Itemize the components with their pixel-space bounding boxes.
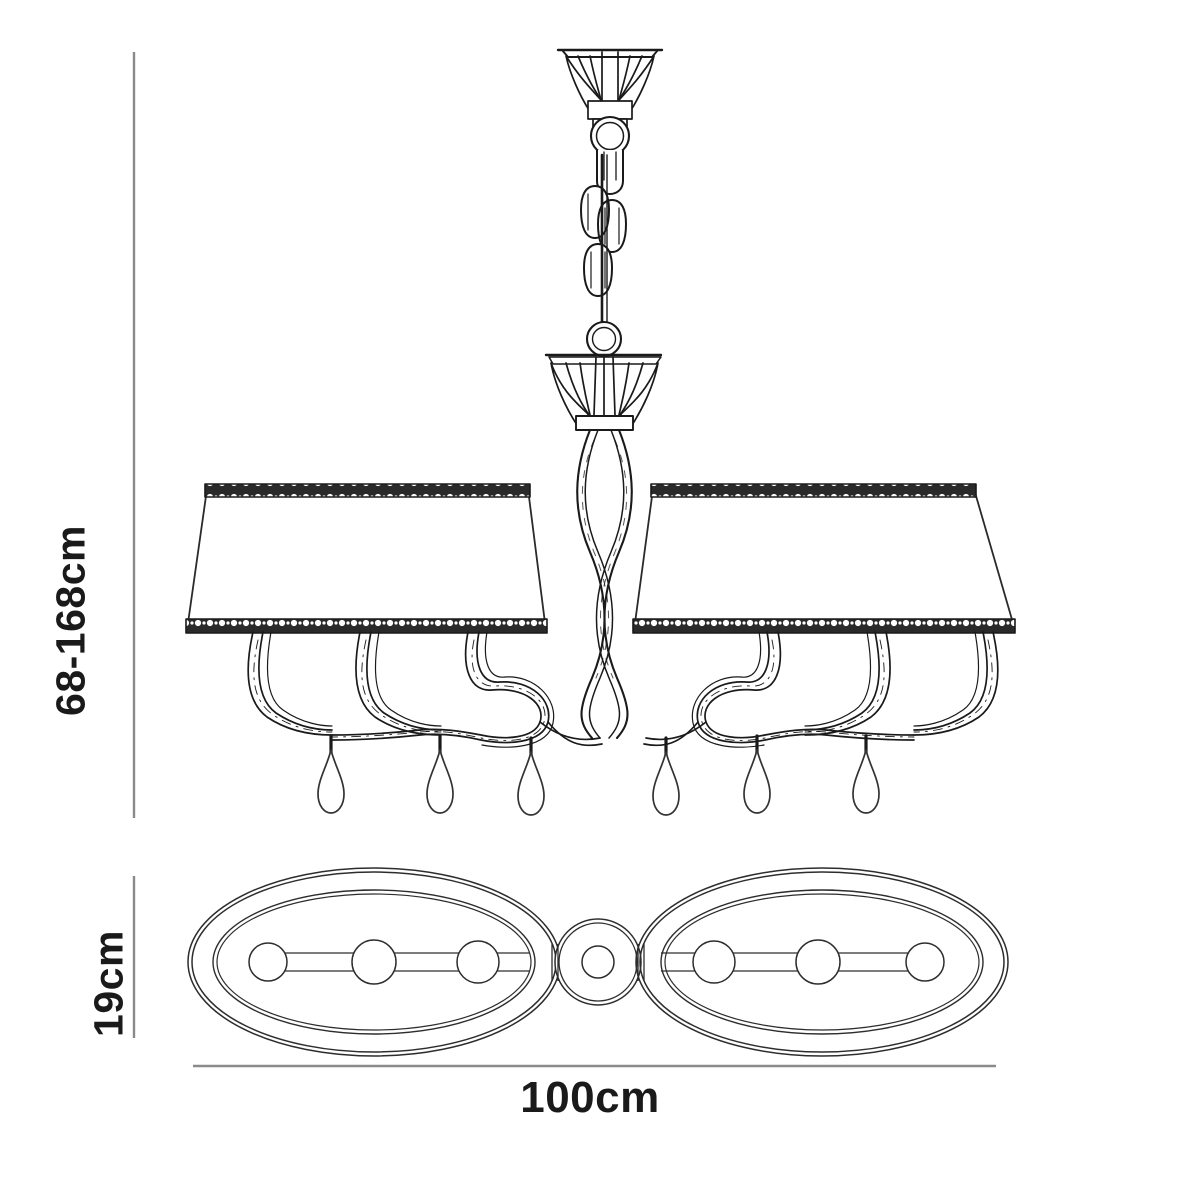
central-twisted-stem xyxy=(576,428,633,740)
depth-dimension-label: 19cm xyxy=(85,930,132,1037)
arm-right-inner xyxy=(691,631,915,748)
plan-lamp xyxy=(905,942,945,982)
suspension-ring-icon xyxy=(589,115,631,195)
width-dimension-label: 100cm xyxy=(520,1073,660,1122)
arm-right-outer xyxy=(913,631,999,736)
height-dimension-label: 68-168cm xyxy=(47,525,94,716)
plan-lamp xyxy=(692,940,736,984)
crystal-drop xyxy=(316,734,346,815)
plan-lamp xyxy=(248,942,288,982)
ceiling-canopy-icon xyxy=(556,48,664,136)
plan-lamp xyxy=(795,939,841,985)
plan-ellipse-left xyxy=(187,867,561,1057)
arm-left-inner xyxy=(331,631,555,748)
mid-flare-collar xyxy=(544,353,663,431)
arm-left-middle xyxy=(355,631,442,736)
chain xyxy=(580,153,627,342)
front-elevation-view xyxy=(185,48,1016,817)
arm-group-right xyxy=(643,631,999,748)
crystal-drop xyxy=(851,734,881,815)
plan-lamp xyxy=(456,940,500,984)
crystal-drop xyxy=(425,734,455,815)
crystal-drops xyxy=(316,734,881,817)
plan-center-hub xyxy=(551,918,645,1006)
arm-group-left xyxy=(247,631,603,748)
plan-ellipse-right xyxy=(635,867,1009,1057)
dimension-lines xyxy=(132,52,996,1068)
plan-view xyxy=(187,867,1009,1057)
lamp-shade-left xyxy=(185,483,548,634)
plan-lamp xyxy=(351,939,397,985)
lamp-shade-right xyxy=(632,483,1016,634)
arm-right-middle xyxy=(804,631,891,736)
mid-suspension-ring-icon xyxy=(585,320,623,358)
crystal-drop xyxy=(516,736,546,817)
crystal-drop xyxy=(651,736,681,817)
arm-left-outer xyxy=(247,631,333,736)
